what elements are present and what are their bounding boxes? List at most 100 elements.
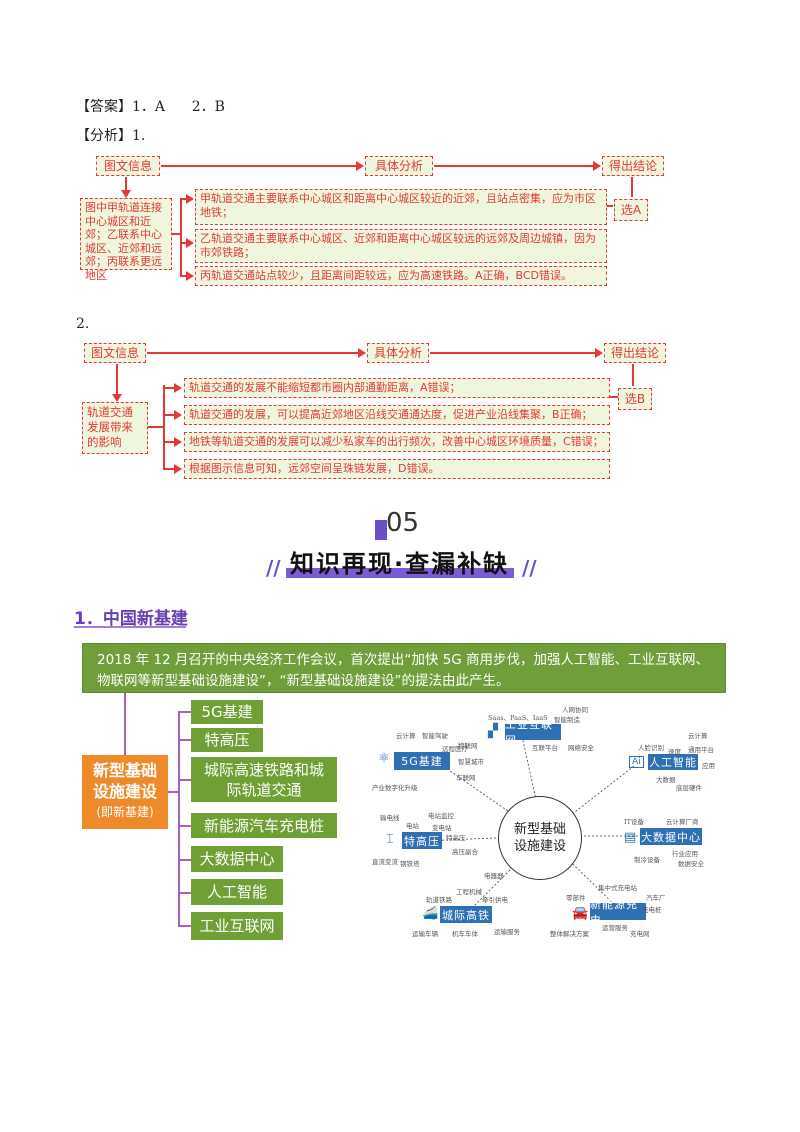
tiny-iiot-4: 网络安全 [568, 744, 594, 752]
flow1-conclusion-connector [607, 205, 613, 207]
tiny-uhv-2: 输电线 [380, 814, 400, 822]
subsection-title: 1．中国新基建 [74, 609, 188, 629]
branch-intercity-rail: 城际高速铁路和城际轨道交通 [191, 757, 337, 802]
flow2-down-arrow [112, 394, 122, 402]
flow1-down-line [125, 177, 127, 191]
car-icon: 🚘 [572, 906, 589, 921]
node-5g: 5G基建 [394, 752, 450, 770]
flow2-item-3: 地铁等轨道交通的发展可以减少私家车的出行频次，改善中心城区环境质量，C错误； [184, 432, 610, 452]
flow1-info-box: 图中甲轨道连接中心城区和近郊；乙联系中心城区、近郊和远郊；丙联系更远地区 [80, 198, 172, 282]
flow2-down-line-right [632, 364, 634, 386]
flow1-conclusion-box: 选A [614, 199, 648, 221]
flow1-analysis-header: 具体分析 [365, 156, 433, 176]
flow1-arrow-2 [593, 161, 601, 171]
tiny-ev-1: 汽车厂 [646, 894, 666, 902]
tiny-5g-6: 产业数字化升级 [372, 784, 418, 792]
subsection-underline [74, 626, 186, 628]
flow1-arrow-line-2 [434, 165, 594, 167]
tiny-uhv-1: 电站监控 [428, 812, 454, 820]
tiny-ev-6: 充电网 [630, 930, 650, 938]
flow2-branch-arrow-4 [174, 464, 182, 474]
tiny-uhv-7: 钢铁塔 [400, 860, 420, 868]
section-title-underline [286, 568, 514, 578]
tiny-ev-0: 集中式充电站 [598, 884, 637, 892]
mindmap-branch-link-6 [178, 892, 191, 894]
tiny-iiot-0: Saas、PaaS、IaaS [488, 714, 548, 722]
tower-icon: ⌶ [386, 832, 394, 847]
node-iiot: 工业互联网 [505, 718, 561, 747]
branch-uhv: 特高压 [191, 728, 263, 752]
tiny-ev-4: 运营服务 [602, 924, 628, 932]
analysis-line: 【分析】1. [76, 125, 145, 145]
tiny-rail-4: 机车车体 [452, 930, 478, 938]
mindmap-center-box: 新型基础设施建设 (即新基建) [82, 755, 168, 829]
flow2-info-header: 图文信息 [84, 343, 146, 363]
infographic-hub-text: 新型基础设施建设 [513, 822, 566, 854]
tiny-uhv-6: 高压副合 [452, 848, 478, 856]
flow1-branch-arrow-2 [186, 238, 194, 248]
flow1-down-arrow [121, 190, 131, 198]
mindmap-branch-link-5 [178, 859, 191, 861]
flow2-bracket-stub [148, 426, 164, 428]
tiny-uhv-5: 特高压 [446, 834, 466, 842]
tiny-5g-4: 车联网 [456, 774, 476, 782]
mindmap-branch-link-4 [178, 825, 191, 827]
mindmap-branch-link-2 [178, 739, 191, 741]
answer-label: 【答案】 [76, 99, 132, 115]
flow1-arrow-line-1 [161, 165, 357, 167]
tiny-ev-2: 充电桩 [642, 906, 662, 914]
flow1-branch-arrow-3 [186, 271, 194, 281]
node-rail: 城际高铁 [440, 906, 492, 923]
tiny-iiot-3: 互联平台 [532, 744, 558, 752]
tiny-ev-3: 零部件 [566, 894, 586, 902]
tiny-iiot-1: 智能制造 [554, 716, 580, 724]
flow2-arrow-1 [358, 348, 366, 358]
tiny-5g-2: 智能驾驶 [422, 732, 448, 740]
tiny-rail-3: 运输车辆 [412, 930, 438, 938]
flow2-bracket-1 [163, 387, 177, 389]
flow1-bracket [180, 198, 182, 276]
flow2-bracket [163, 385, 165, 470]
branch-ai: 人工智能 [191, 879, 283, 905]
flow1-conclusion-header: 得出结论 [602, 156, 664, 176]
node-bigdata: 大数据中心 [640, 828, 702, 845]
tiny-ai-2: 速度 [668, 748, 681, 756]
flow2-bracket-2 [163, 414, 177, 416]
answer-q1: 1．A [132, 99, 166, 115]
infographic-hub: 新型基础设施建设 [498, 796, 582, 880]
tiny-5g-0: 云计算 [396, 732, 416, 740]
tiny-ai-3: 通用平台 [688, 746, 714, 754]
flow2-bracket-4 [163, 468, 177, 470]
flow1-branch-arrow-1 [186, 194, 194, 204]
tiny-bd-1: IT设备 [624, 818, 644, 826]
tiny-uhv-3: 变电站 [432, 824, 452, 832]
flow2-bracket-3 [163, 441, 177, 443]
branch-big-data: 大数据中心 [191, 846, 283, 872]
branch-iiot: 工业互联网 [191, 912, 283, 940]
mindmap-center-title: 新型基础设施建设 [92, 761, 157, 801]
mindmap-spine [178, 711, 180, 927]
flow2-conclusion-header: 得出结论 [604, 343, 666, 363]
flow1-bracket-mid [180, 242, 190, 244]
flow2-item-4: 根据图示信息可知，远郊空间呈珠链发展，D错误。 [184, 459, 610, 479]
node-uhv: 特高压 [402, 832, 442, 849]
analysis-label: 【分析】 [76, 128, 132, 144]
section-number: 05 [386, 508, 420, 538]
analysis-q1-num: 1. [132, 128, 146, 144]
tiny-5g-1: 物联网 [458, 742, 478, 750]
flow2-branch-arrow-2 [174, 410, 182, 420]
tiny-bd-4: 制冷设备 [634, 856, 660, 864]
flow2-arrow-line-1 [147, 352, 359, 354]
flow1-item-1: 甲轨道交通主要联系中心城区和距离中心城区较近的近郊，且站点密集，应为市区地铁； [195, 189, 607, 225]
branch-5g: 5G基建 [191, 700, 263, 724]
flow2-branch-arrow-1 [174, 383, 182, 393]
tiny-rail-1: 工程机械 [456, 888, 482, 896]
tiny-ai-6: 应用 [702, 762, 715, 770]
flow1-down-line-right [631, 177, 633, 197]
answer-q2: 2．B [191, 99, 225, 115]
tiny-rail-6: 电器器 [484, 872, 504, 880]
mindmap-branch-link-1 [178, 711, 191, 713]
tiny-5g-3: 远程医疗 [442, 745, 468, 753]
analysis-q2-num: 2. [76, 316, 90, 332]
flow2-arrow-2 [595, 348, 603, 358]
